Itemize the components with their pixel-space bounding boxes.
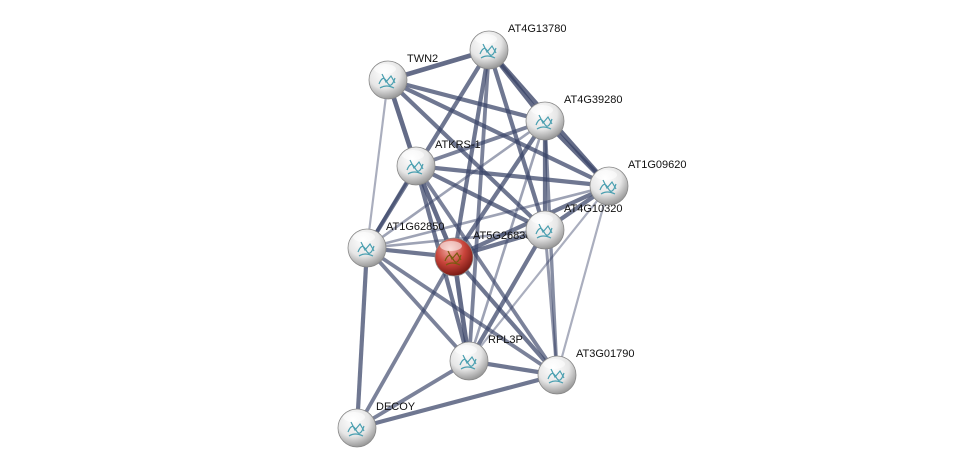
edge-TWN2-AT1G62850[interactable]	[365, 79, 390, 249]
node-label: TWN2	[407, 53, 438, 65]
edge-ATKRS-1-AT3G01790[interactable]	[414, 164, 559, 377]
node-at1g09620[interactable]	[589, 166, 629, 206]
node-label: ATKRS-1	[435, 139, 481, 151]
protein-structure-icon	[535, 223, 553, 239]
node-at5g26830[interactable]	[434, 237, 474, 277]
edge-ATKRS-1-AT1G09620[interactable]	[415, 163, 610, 189]
edge-AT4G13780-RPL3P[interactable]	[467, 49, 491, 362]
edge-TWN2-AT1G09620[interactable]	[387, 78, 610, 188]
node-decoy[interactable]	[337, 408, 377, 448]
node-label: AT1G09620	[628, 159, 687, 171]
node-label: RPL3P	[488, 334, 523, 346]
edge-AT4G10320-AT3G01790[interactable]	[543, 229, 559, 376]
edge-AT4G13780-AT5G26830[interactable]	[451, 49, 492, 258]
edge-AT4G39280-AT5G26830[interactable]	[452, 119, 547, 259]
node-label: AT4G13780	[508, 23, 567, 35]
node-label: AT4G10320	[564, 203, 623, 215]
node-at1g62850[interactable]	[347, 228, 387, 268]
node-label: AT5G26830	[473, 230, 532, 242]
edge-AT1G62850-RPL3P[interactable]	[365, 246, 471, 363]
edge-AT4G39280-ATKRS-1[interactable]	[415, 119, 546, 168]
protein-structure-icon	[357, 241, 375, 257]
edge-AT1G62850-DECOY[interactable]	[354, 247, 370, 429]
edge-AT3G01790-DECOY[interactable]	[356, 372, 558, 431]
protein-structure-icon	[459, 354, 477, 370]
node-label: AT3G01790	[576, 348, 635, 360]
protein-structure-icon	[444, 250, 462, 266]
node-label: DECOY	[376, 401, 416, 413]
node-at3g01790[interactable]	[537, 355, 577, 395]
edge-AT5G26830-AT3G01790[interactable]	[452, 255, 559, 377]
protein-structure-icon	[378, 73, 396, 89]
node-at4g10320[interactable]	[525, 210, 565, 250]
node-rpl3p[interactable]	[449, 341, 489, 381]
edge-TWN2-AT4G10320[interactable]	[386, 78, 547, 232]
edge-AT1G09620-AT1G62850[interactable]	[366, 184, 610, 250]
protein-structure-icon	[347, 421, 365, 437]
protein-structure-icon	[599, 179, 617, 195]
node-at4g13780[interactable]	[469, 30, 509, 70]
protein-structure-icon	[479, 43, 497, 59]
node-label: AT4G39280	[564, 94, 623, 106]
edge-AT1G09620-AT3G01790[interactable]	[555, 185, 611, 376]
edge-AT4G13780-AT4G10320[interactable]	[486, 49, 548, 231]
edge-AT5G26830-DECOY[interactable]	[355, 256, 456, 429]
protein-structure-icon	[535, 114, 553, 130]
edge-RPL3P-DECOY[interactable]	[356, 359, 470, 430]
node-at4g39280[interactable]	[525, 101, 565, 141]
edge-ATKRS-1-AT4G10320[interactable]	[415, 164, 546, 232]
protein-structure-icon	[406, 159, 424, 175]
node-label: AT1G62850	[386, 221, 445, 233]
edge-AT4G10320-RPL3P[interactable]	[467, 228, 547, 363]
protein-structure-icon	[547, 368, 565, 384]
edge-TWN2-AT4G39280[interactable]	[387, 77, 546, 124]
node-atkrs-1[interactable]	[396, 146, 436, 186]
node-twn2[interactable]	[368, 60, 408, 100]
